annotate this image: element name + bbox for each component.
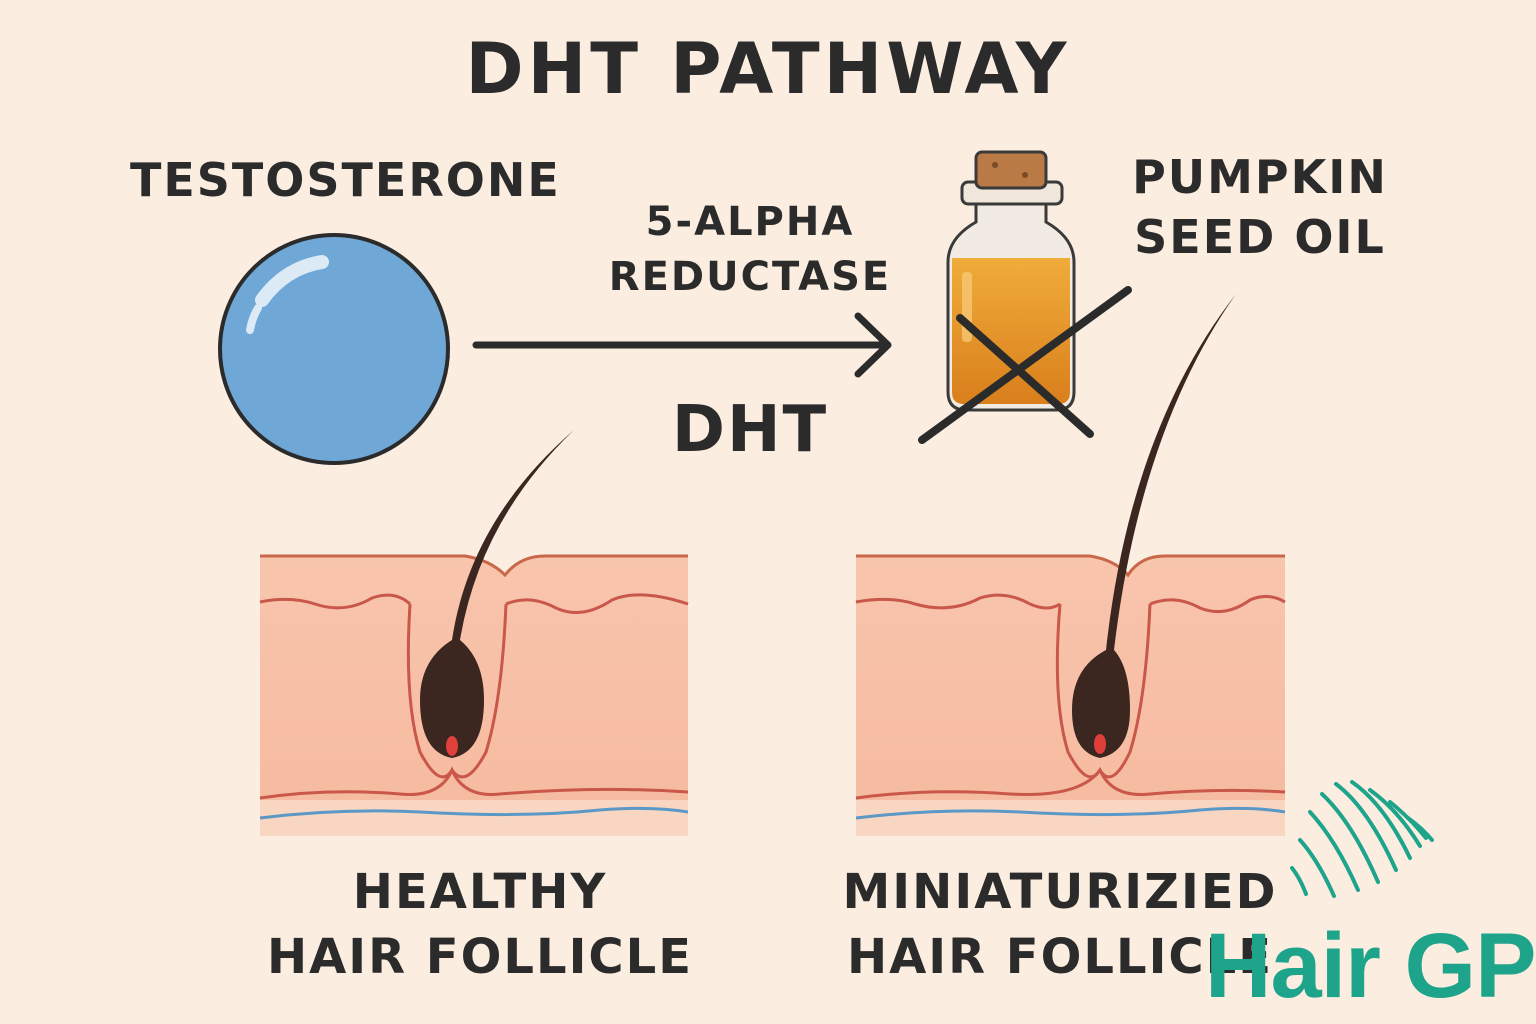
healthy-skin-cross-section [259,430,689,836]
testosterone-label: TESTOSTERONE [130,153,561,207]
miniaturized-follicle-label: MINIATURIZIED HAIR FOLLICLE [830,860,1290,990]
oil-bottle-icon [946,150,1076,412]
healthy-label-line1: HEALTHY [352,864,608,920]
dht-label: DHT [671,393,829,467]
testosterone-sphere-icon [218,233,450,465]
blocked-cross-icon [918,286,1132,444]
mini-label-line1: MINIATURIZIED [842,864,1278,920]
page-title: DHT PATHWAY [465,28,1071,110]
inhibitor-label-line2: SEED OIL [1134,209,1386,264]
enzyme-label-line1: 5-ALPHA [645,199,855,245]
enzyme-label: 5-ALPHA REDUCTASE [600,195,900,305]
enzyme-label-line2: REDUCTASE [608,254,892,301]
pumpkin-seed-oil-label: PUMPKIN SEED OIL [1110,148,1410,268]
brand-name: Hair GP [1205,915,1536,1017]
brand-logo: Hair GP® [1205,920,1536,1012]
mini-label-line2: HAIR FOLLICLE [846,928,1274,985]
healthy-label-line2: HAIR FOLLICLE [266,928,694,985]
miniaturized-skin-cross-section [855,294,1286,836]
inhibitor-label-line1: PUMPKIN [1132,150,1388,204]
hair-strands-logo-icon [1290,780,1434,898]
conversion-arrow [472,312,892,378]
healthy-follicle-label: HEALTHY HAIR FOLLICLE [250,860,710,990]
